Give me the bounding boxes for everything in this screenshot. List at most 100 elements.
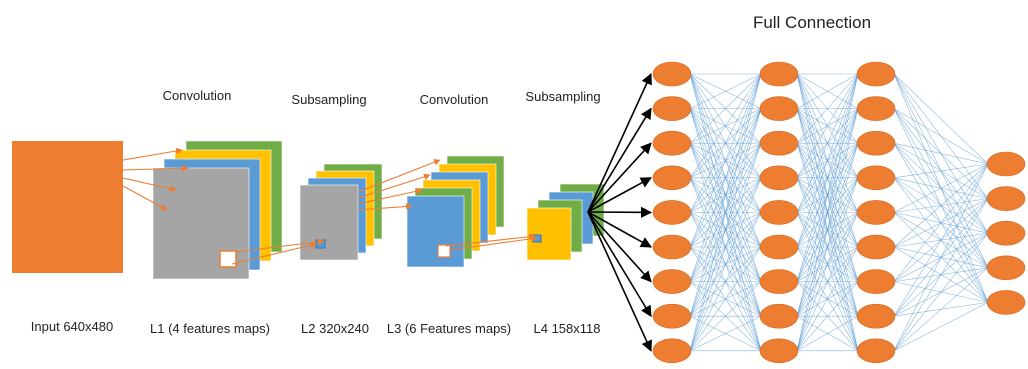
projection-line [445, 233, 536, 247]
fc-neuron-node [759, 234, 799, 260]
fc-edge [689, 73, 762, 351]
fc-neuron-node [856, 165, 896, 191]
fc-edge [689, 281, 762, 351]
fc-edge [893, 198, 989, 351]
fc-neuron-node [652, 338, 692, 364]
fc-neuron-node [759, 200, 799, 225]
convolution-header-1: Convolution [163, 88, 232, 103]
fc-edge [689, 246, 762, 351]
fc-edge [893, 163, 989, 248]
projection-line [122, 164, 189, 172]
full-connection-title: Full Connection [753, 13, 871, 32]
fc-neuron-node [856, 269, 896, 294]
fc-edge [796, 212, 859, 351]
l4-feature-maps [526, 183, 605, 261]
l2-feature-maps [299, 163, 383, 261]
projection-line [449, 235, 538, 251]
projection-line [357, 173, 431, 199]
fc-neuron-node [986, 290, 1026, 315]
fc-neuron-node [759, 338, 799, 364]
l1-caption: L1 (4 features maps) [150, 321, 270, 336]
fanout-arrows [587, 72, 653, 352]
fc-edge [689, 315, 762, 352]
fc-neuron-node [652, 234, 692, 260]
fc-edge [893, 163, 989, 351]
l3-feature-maps [406, 155, 505, 268]
l3-feature-map [406, 195, 465, 268]
fc-neuron-node [759, 303, 799, 329]
fc-edge [796, 73, 859, 213]
fc-neuron-node [652, 61, 692, 87]
l1-feature-maps [152, 140, 283, 280]
fc-neuron-node [986, 255, 1026, 281]
fc-edge [689, 108, 762, 351]
convolution-header-2: Convolution [420, 92, 489, 107]
fc-neuron-node [856, 234, 896, 260]
fanout-arrow [587, 211, 652, 248]
fc-edge [893, 302, 989, 352]
subsampling-header-1: Subsampling [291, 92, 366, 107]
fc-edge [893, 73, 989, 165]
projection-line [357, 159, 441, 193]
fc-neuron-node [759, 130, 799, 156]
fc-neuron-node [652, 165, 692, 191]
fc-edge [689, 177, 762, 351]
full-connection-nodes [652, 61, 1026, 364]
fc-edge [796, 73, 859, 109]
l3-caption: L3 (6 Features maps) [387, 321, 511, 336]
fanout-arrow [587, 72, 652, 213]
fc-neuron-node [856, 130, 896, 156]
fc-neuron-node [856, 338, 896, 364]
fc-edge [893, 163, 989, 213]
fc-neuron-node [652, 269, 692, 294]
fc-edge [689, 73, 762, 317]
fc-edge [893, 142, 989, 165]
fc-neuron-node [759, 96, 799, 121]
fc-edge [796, 315, 859, 352]
fc-neuron-node [652, 96, 692, 121]
l3-kernel-window [437, 244, 451, 258]
fc-neuron-node [856, 96, 896, 121]
subsampling-header-2: Subsampling [525, 89, 600, 104]
fanout-arrow [587, 211, 652, 318]
projection-line [357, 188, 423, 205]
fc-neuron-node [759, 269, 799, 294]
fc-edge [689, 73, 762, 144]
projection-line [122, 177, 177, 192]
fanout-arrow [587, 211, 652, 283]
full-connection-edges [689, 73, 989, 352]
projection-line [122, 185, 168, 211]
l2-feature-map [299, 184, 359, 261]
fanout-arrow [587, 107, 652, 213]
projection-line [357, 203, 413, 211]
l4-caption: L4 158x118 [534, 321, 601, 336]
fc-neuron-node [759, 165, 799, 191]
projection-lines [122, 147, 538, 265]
fc-edge [893, 163, 989, 282]
fc-edge [796, 143, 859, 351]
fc-neuron-node [652, 130, 692, 156]
fc-edge [796, 73, 859, 282]
fc-edge [689, 212, 762, 351]
fc-edge [796, 73, 859, 178]
fc-edge [689, 143, 762, 351]
l2-caption: L2 320x240 [301, 321, 369, 336]
fc-edge [893, 163, 989, 317]
fc-neuron-node [986, 151, 1026, 177]
fc-edge [893, 163, 989, 179]
fc-edge [796, 73, 859, 351]
fc-edge [893, 233, 989, 351]
fanout-arrow [587, 142, 652, 213]
fc-edge [689, 73, 762, 248]
fc-edge [893, 108, 989, 165]
fc-neuron-node [652, 200, 692, 225]
fc-edge [796, 73, 859, 248]
l4-feature-map [526, 207, 572, 261]
fc-neuron-node [986, 186, 1026, 211]
fc-neuron-node [856, 61, 896, 87]
fanout-arrow [587, 177, 652, 213]
projection-line [235, 238, 325, 253]
fc-edge [689, 73, 762, 282]
fc-neuron-node [759, 61, 799, 87]
